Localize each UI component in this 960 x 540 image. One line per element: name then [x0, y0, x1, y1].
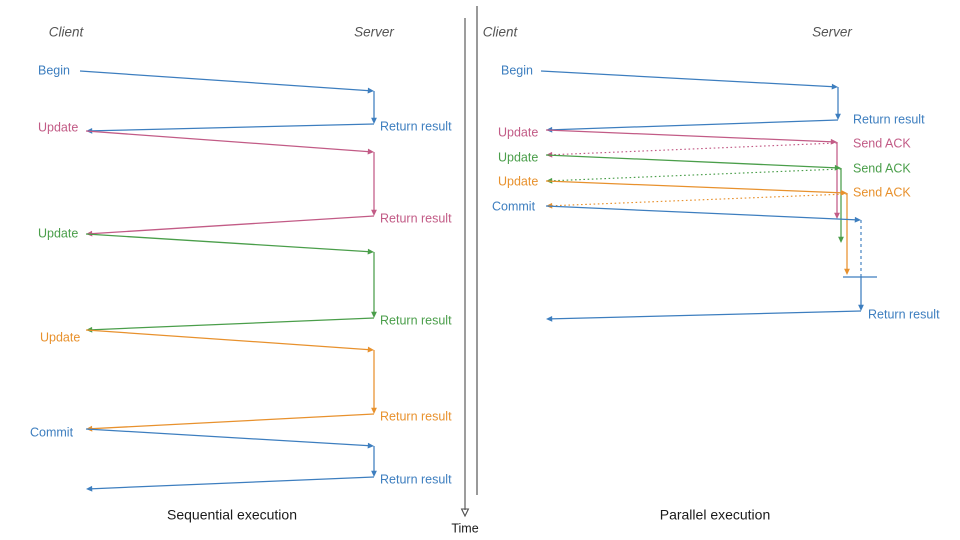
server-message-label-return-result-4: Return result [380, 472, 452, 486]
message-line-update3-request [85, 329, 370, 351]
message-line-update1-return [90, 215, 375, 235]
client-message-label-begin-0: Begin [501, 63, 533, 77]
panel-caption-sequential: Sequential execution [167, 507, 297, 523]
server-message-label-return-result-2: Return result [380, 313, 452, 327]
message-line-update2-request [85, 233, 370, 253]
actor-label-server: Server [812, 25, 852, 40]
actor-label-server: Server [354, 25, 394, 40]
client-message-label-begin-0: Begin [38, 63, 70, 77]
server-message-label-send-ack-2: Send ACK [853, 161, 911, 175]
message-line-begin-return [90, 123, 375, 132]
message-arrowhead-begin-server-span [835, 113, 841, 120]
time-axis-group: Time [451, 18, 479, 535]
message-line-begin-request [79, 70, 370, 92]
client-message-label-update-1: Update [38, 120, 78, 134]
message-line-update1-request [85, 130, 370, 153]
server-message-label-return-result-0: Return result [853, 112, 925, 126]
message-line-update1-request [545, 129, 833, 143]
message-arrowhead-commit-return [546, 315, 553, 322]
message-line-commit-request [85, 428, 370, 447]
server-message-label-return-result-1: Return result [380, 211, 452, 225]
message-line-update2-request [545, 154, 837, 169]
message-arrowhead-begin-server-span [371, 117, 377, 124]
message-line-update3-ack [550, 193, 848, 207]
client-message-label-commit-4: Commit [30, 425, 74, 439]
message-line-update3-request [545, 180, 843, 194]
message-arrowhead-update2-server-span [371, 311, 377, 318]
message-arrowhead-commit-return [86, 485, 93, 492]
message-arrowhead-update3-request [367, 346, 374, 353]
message-line-commit-request [545, 205, 857, 221]
message-line-update2-ack [550, 168, 842, 182]
message-line-begin-return [550, 119, 839, 131]
client-message-label-commit-4: Commit [492, 199, 536, 213]
message-arrowhead-commit-request [367, 442, 374, 449]
message-line-commit-return [90, 476, 375, 490]
message-line-update3-return [90, 413, 375, 430]
message-arrowhead-commit-request [854, 216, 861, 223]
message-line-begin-request [540, 70, 834, 88]
message-arrowhead-update2-request [367, 248, 374, 255]
client-message-label-update-3: Update [498, 174, 538, 188]
message-arrowhead-update2-server-span [838, 236, 844, 243]
server-message-label-return-result-3: Return result [380, 409, 452, 423]
message-arrowhead-update1-server-span [834, 212, 840, 219]
client-message-label-update-1: Update [498, 125, 538, 139]
time-axis-arrowhead [460, 508, 470, 518]
message-arrowhead-begin-request [367, 87, 374, 94]
message-arrowhead-update3-server-span [371, 407, 377, 414]
message-arrowhead-update3-server-span [844, 268, 850, 275]
message-line-commit-return [550, 310, 862, 320]
client-message-label-update-2: Update [498, 150, 538, 164]
message-arrowhead-commit-server-span [858, 304, 864, 311]
server-message-label-return-result-0: Return result [380, 119, 452, 133]
server-message-label-return-result-4: Return result [868, 307, 940, 321]
message-arrowhead-commit-server-span [371, 470, 377, 477]
actor-label-client: Client [483, 25, 519, 40]
message-arrowhead-update1-server-span [371, 209, 377, 216]
message-arrowhead-update1-request [367, 148, 374, 155]
server-message-label-send-ack-1: Send ACK [853, 136, 911, 150]
client-message-label-update-2: Update [38, 226, 78, 240]
message-line-update1-ack [550, 142, 838, 156]
client-message-label-update-3: Update [40, 330, 80, 344]
server-message-label-send-ack-3: Send ACK [853, 185, 911, 199]
message-arrowhead-begin-request [831, 83, 838, 90]
actor-label-client: Client [49, 25, 85, 40]
message-line-update2-return [90, 317, 375, 331]
time-axis-label: Time [451, 521, 478, 535]
panel-caption-parallel: Parallel execution [660, 507, 771, 523]
